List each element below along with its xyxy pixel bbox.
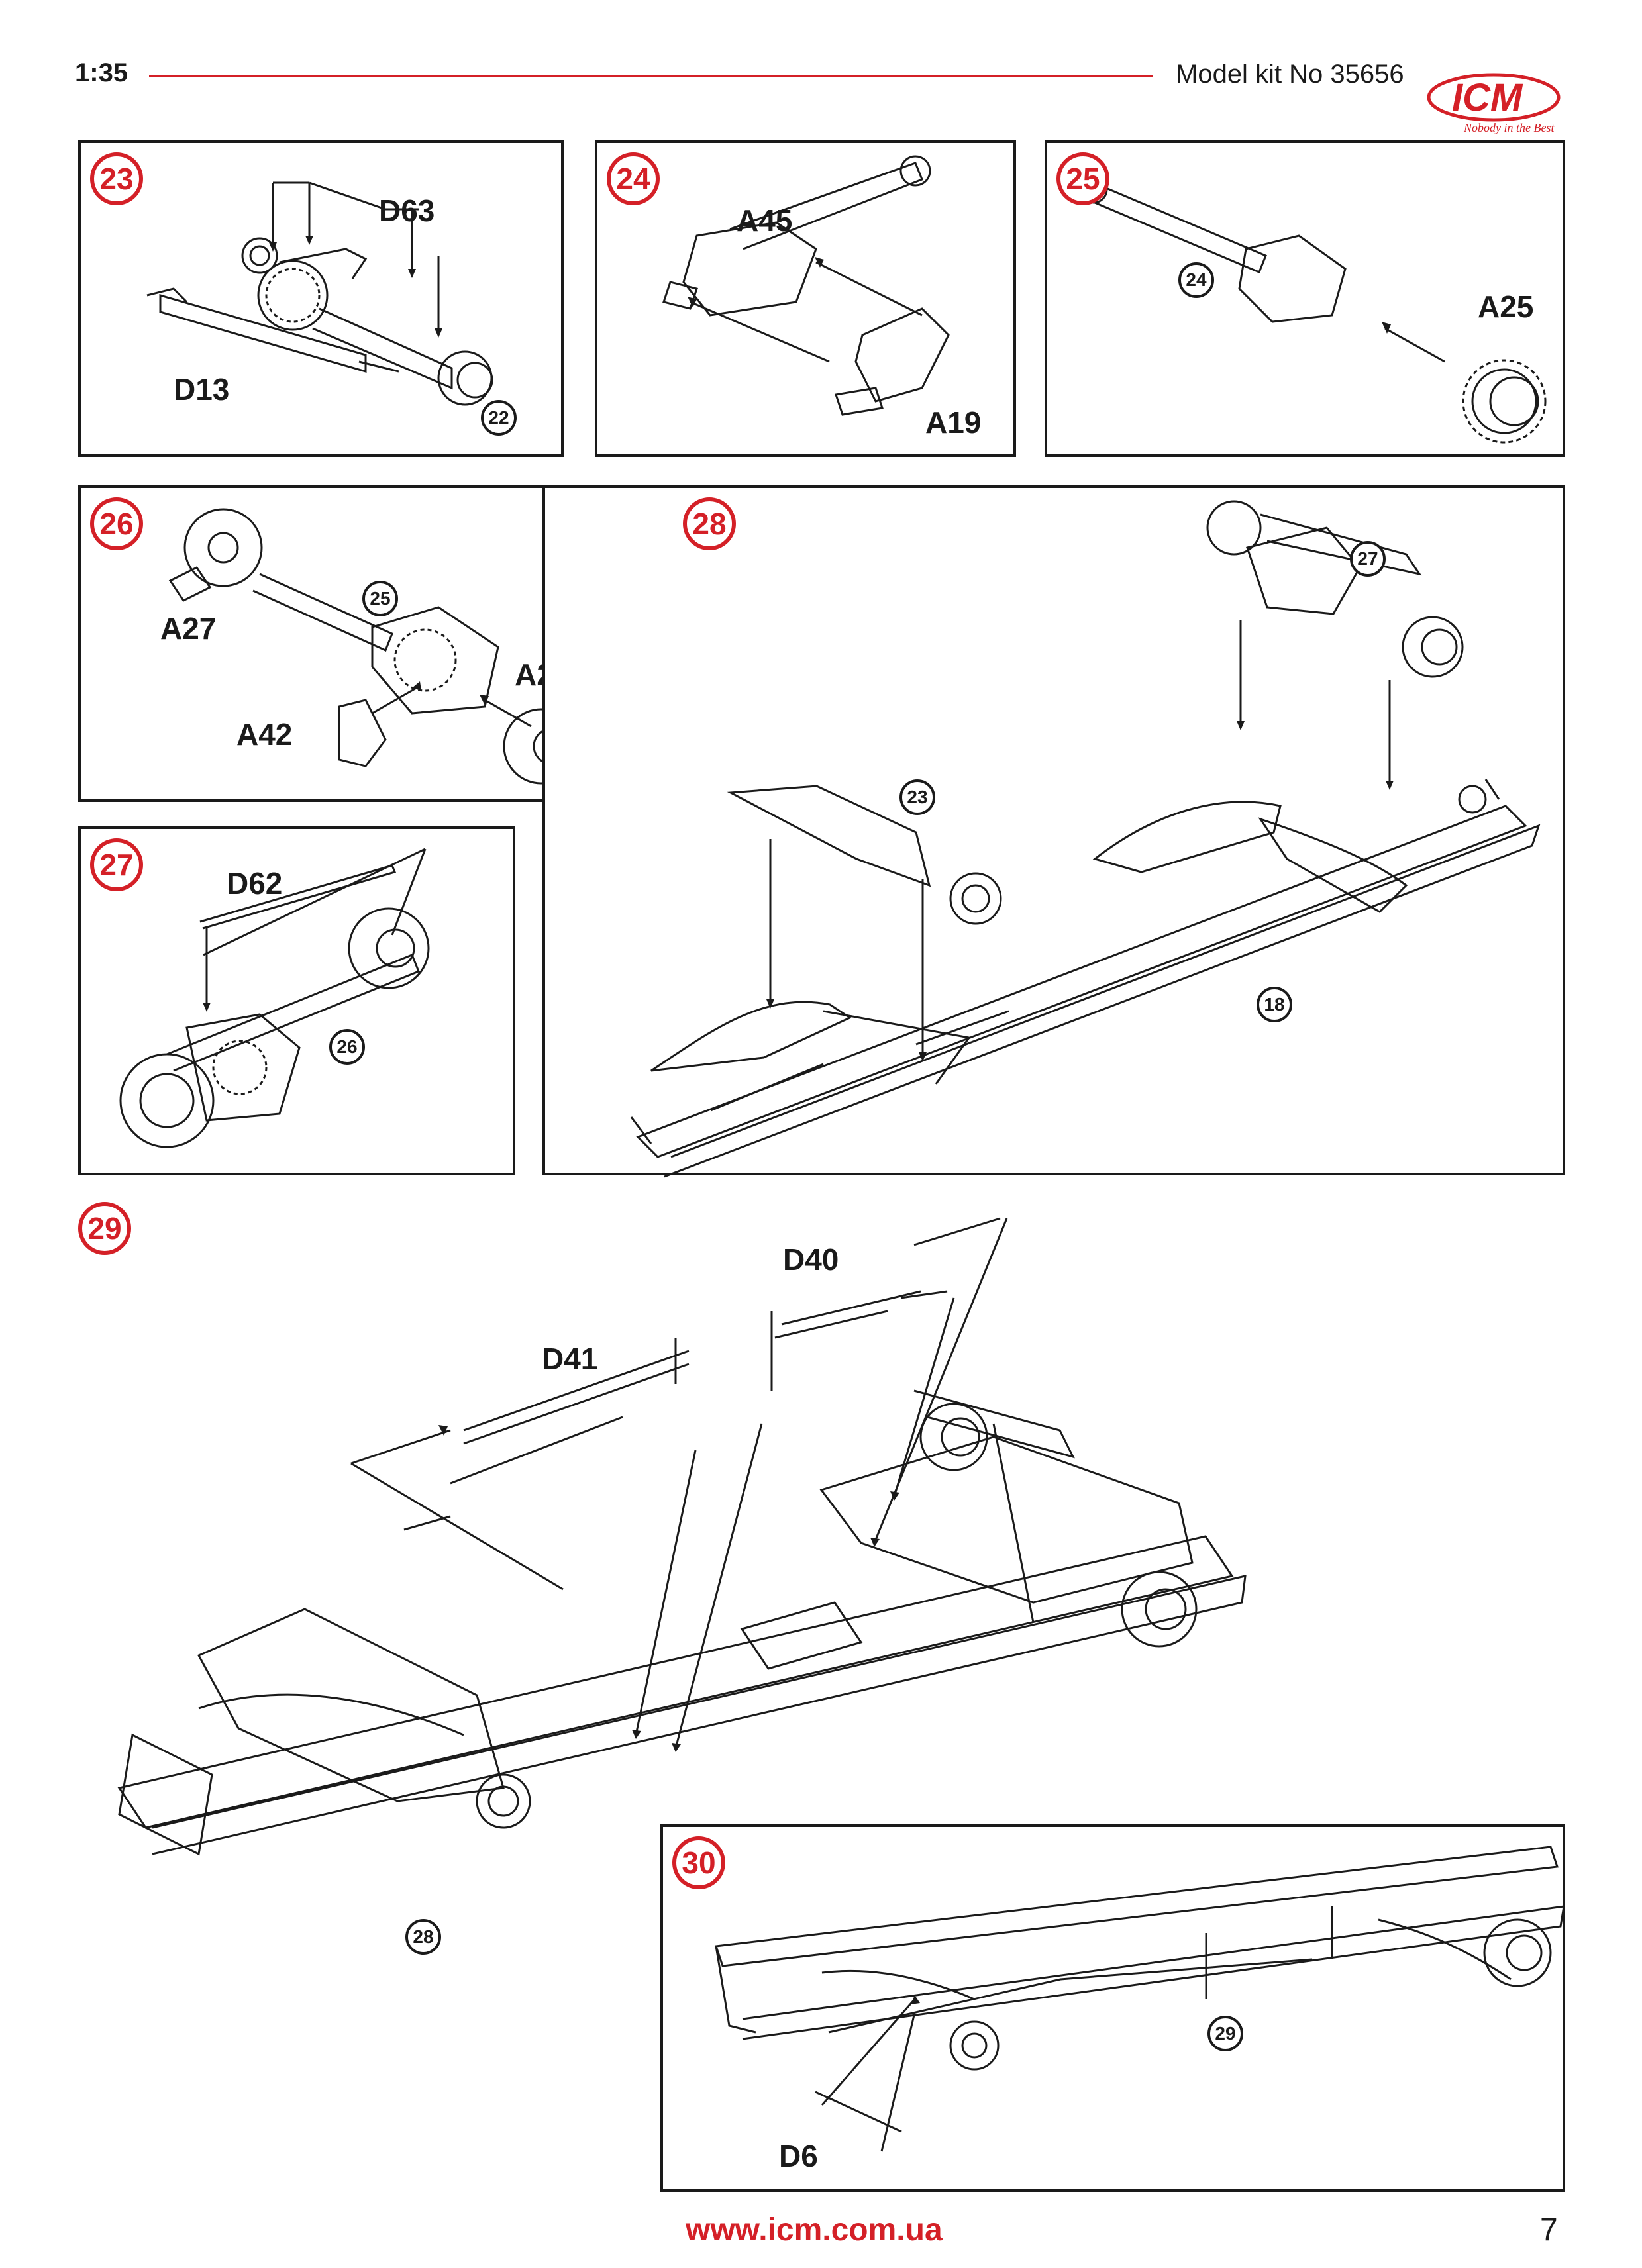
step-24-badge: 24 xyxy=(607,152,660,205)
page-number: 7 xyxy=(1540,2212,1558,2247)
ref-step-18: 18 xyxy=(1257,987,1292,1022)
part-label-d40: D40 xyxy=(783,1242,839,1277)
part-label-d41: D41 xyxy=(542,1342,598,1376)
step-30-badge: 30 xyxy=(672,1836,725,1889)
svg-text:Nobody in the Best: Nobody in the Best xyxy=(1463,121,1555,134)
part-label-a19: A19 xyxy=(925,405,982,440)
step-23-panel: 23 D63 D13 22 xyxy=(78,140,564,457)
ref-step-27: 27 xyxy=(1350,541,1386,577)
part-label-a45: A45 xyxy=(737,203,793,238)
ref-step-24: 24 xyxy=(1178,262,1214,298)
step-30-drawing xyxy=(714,1846,1565,2152)
part-label-d63: D63 xyxy=(379,193,435,228)
step-24-drawing xyxy=(662,155,950,416)
kit-number: Model kit No 35656 xyxy=(1176,60,1404,89)
ref-step-29: 29 xyxy=(1207,2016,1243,2051)
step-25-badge: 25 xyxy=(1056,152,1109,205)
icm-logo: ICM Nobody in the Best xyxy=(1427,73,1561,134)
step-23-badge: 23 xyxy=(90,152,143,205)
part-label-a42: A42 xyxy=(236,717,293,752)
ref-step-26: 26 xyxy=(329,1029,365,1065)
ref-step-22: 22 xyxy=(481,400,517,436)
step-26-badge: 26 xyxy=(90,497,143,550)
footer-url[interactable]: www.icm.com.ua xyxy=(686,2212,943,2247)
step-28-badge: 28 xyxy=(683,497,736,550)
ref-step-28: 28 xyxy=(405,1919,441,1955)
part-label-d13: D13 xyxy=(174,372,230,407)
step-25-panel: 25 A25 24 xyxy=(1045,140,1565,457)
step-27-badge: 27 xyxy=(90,838,143,891)
svg-text:ICM: ICM xyxy=(1452,76,1523,119)
step-28-panel: 28 27 23 18 xyxy=(542,485,1565,1178)
step-27-panel: 27 D62 26 xyxy=(78,826,515,1175)
ref-step-23: 23 xyxy=(899,779,935,815)
step-24-panel: 24 A45 A19 xyxy=(595,140,1016,457)
part-label-a27: A27 xyxy=(160,611,217,646)
part-label-d6: D6 xyxy=(779,2139,818,2173)
step-23-drawing xyxy=(146,181,493,406)
step-29-badge: 29 xyxy=(78,1202,131,1255)
step-30-panel: 30 D6 29 xyxy=(660,1824,1565,2192)
part-label-a25: A25 xyxy=(1478,289,1534,324)
ref-step-25: 25 xyxy=(362,581,398,616)
header-rule xyxy=(149,75,1153,77)
step-28-drawing xyxy=(630,500,1541,1178)
scale-label: 1:35 xyxy=(75,58,128,87)
step-27-drawing xyxy=(119,848,430,1148)
part-label-d62: D62 xyxy=(227,866,283,901)
